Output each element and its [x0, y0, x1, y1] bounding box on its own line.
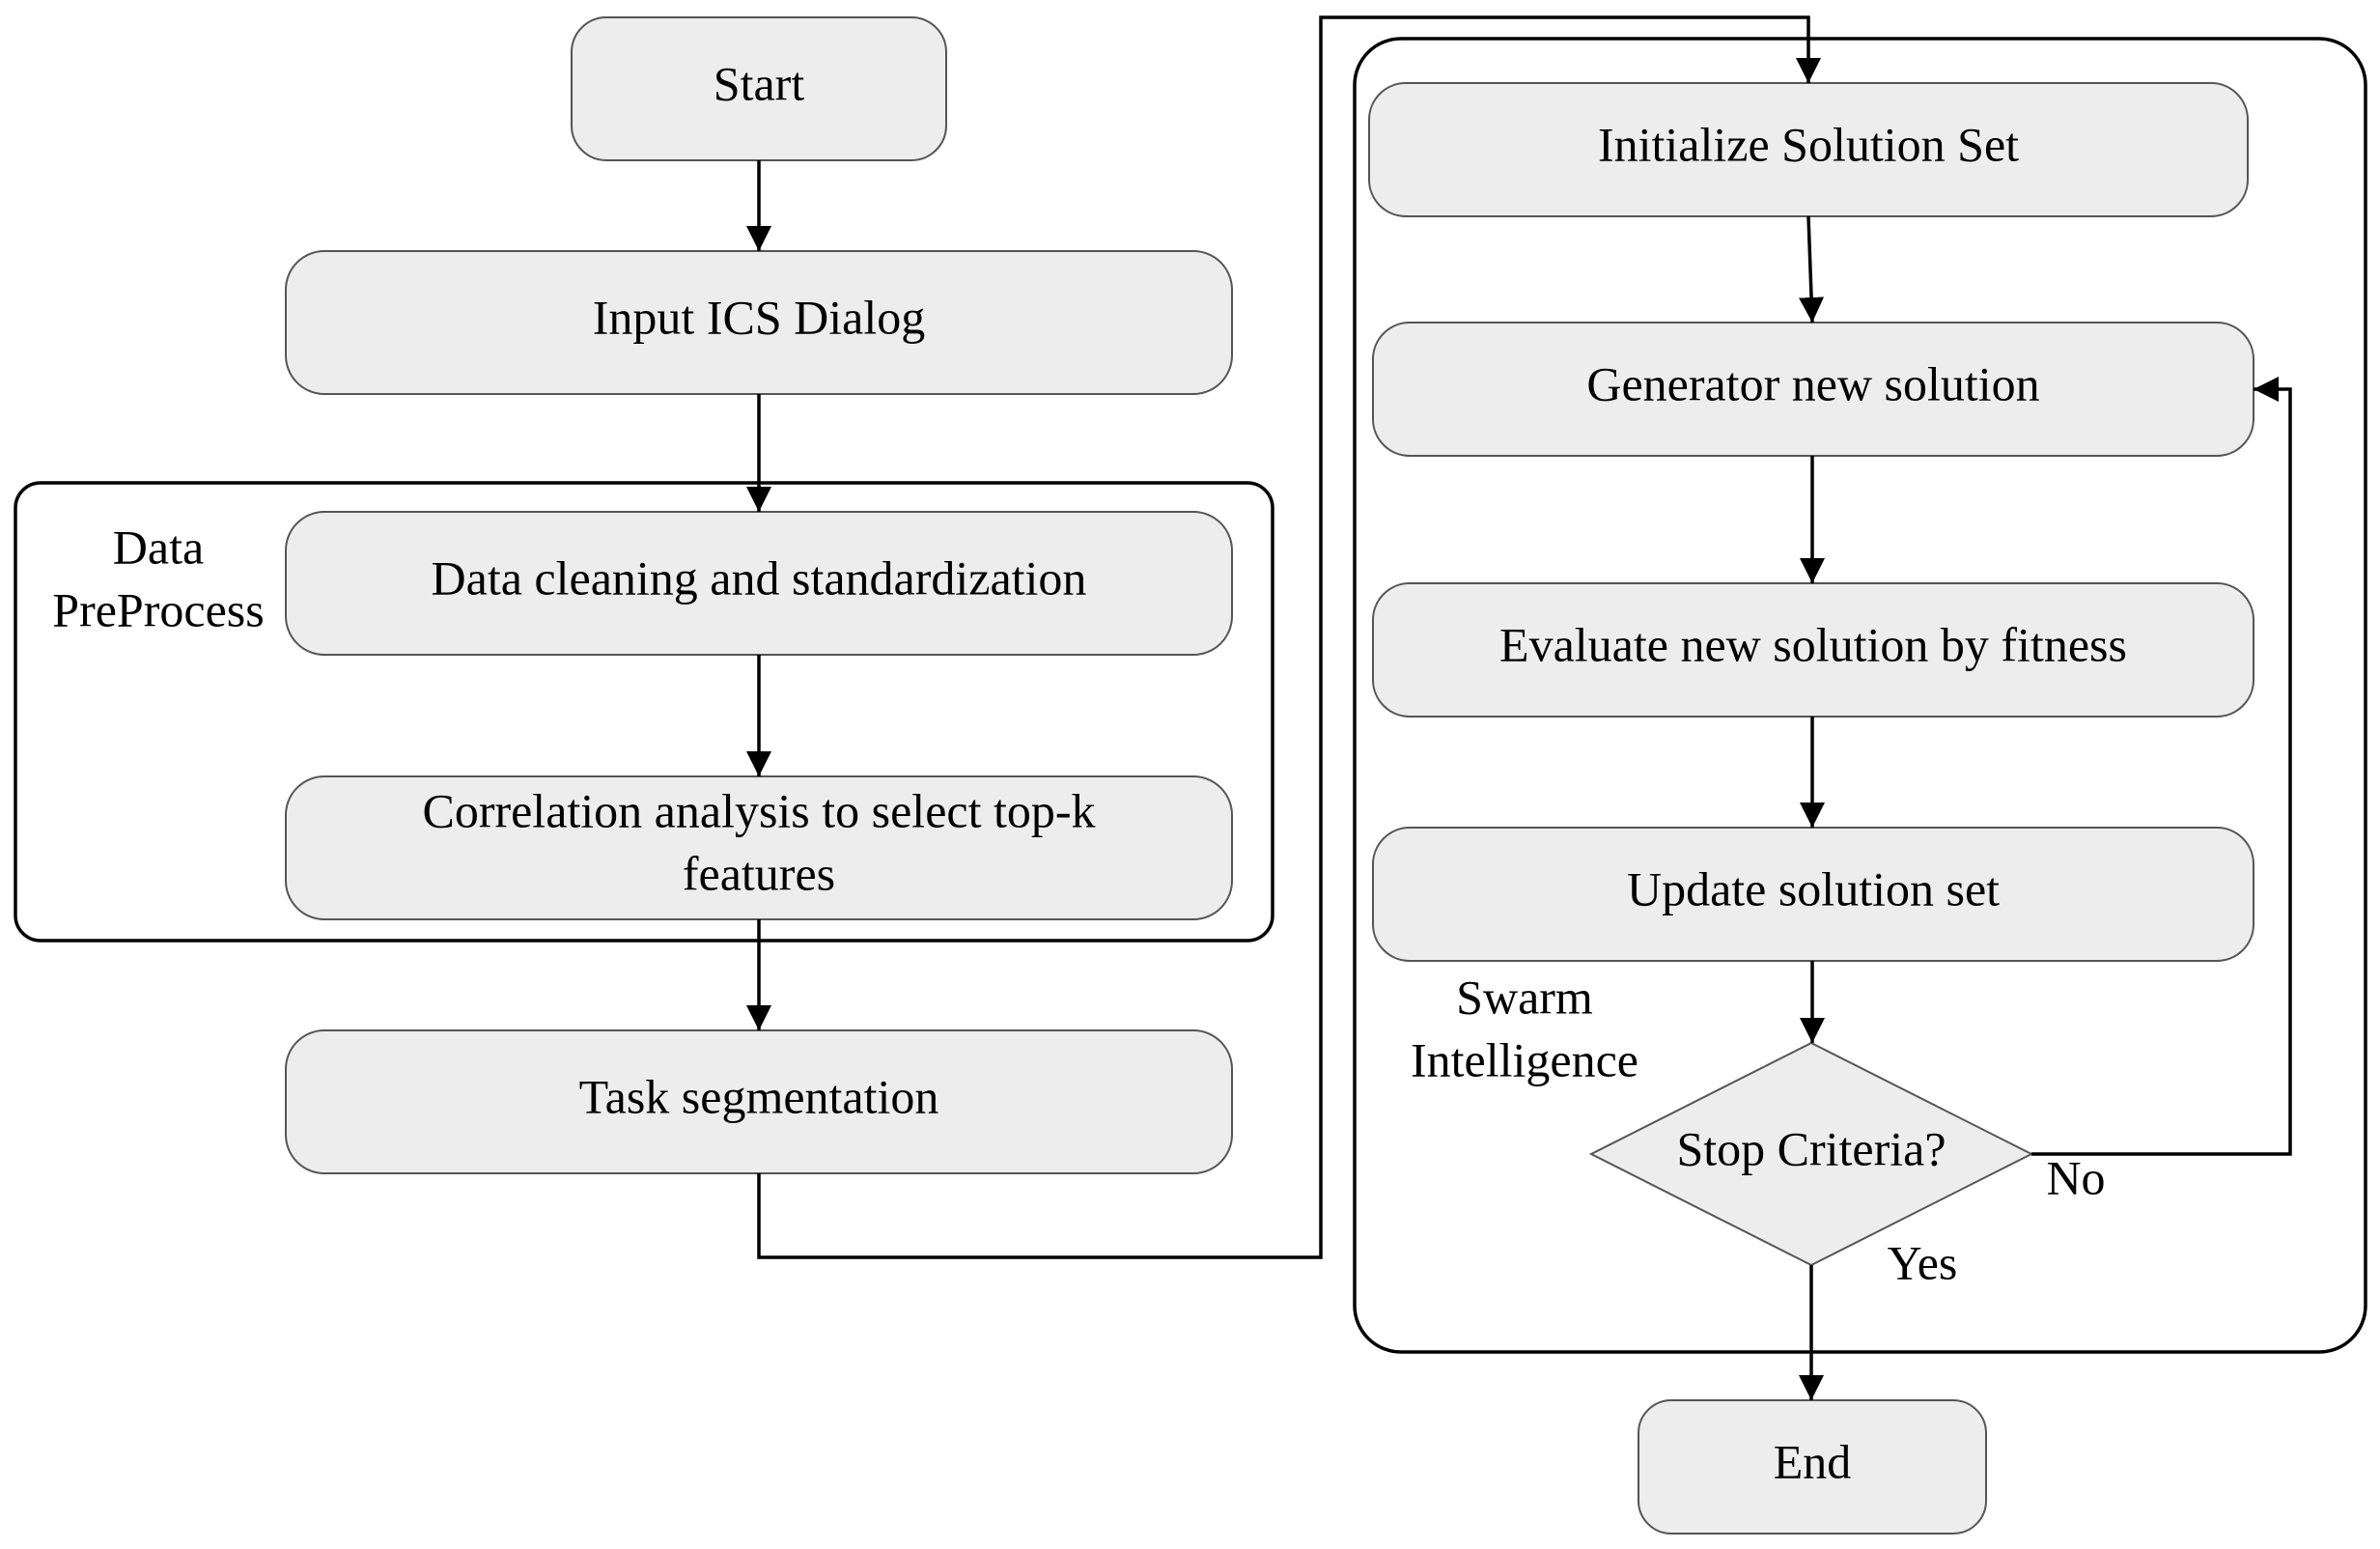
data-preprocess-label-line2: PreProcess [52, 582, 264, 636]
generator-label: Generator new solution [1586, 356, 2039, 410]
task-segmentation-label: Task segmentation [579, 1069, 939, 1123]
swarm-intelligence-label-line1: Swarm [1456, 970, 1593, 1024]
yes-label: Yes [1888, 1235, 1958, 1289]
swarm-intelligence-group [1353, 37, 2367, 1354]
no-label: No [2046, 1150, 2105, 1204]
stop-criteria-label: Stop Criteria? [1676, 1121, 1946, 1175]
end-label: End [1774, 1434, 1852, 1488]
start-label: Start [714, 56, 805, 110]
arrow-initialize-to-generator [1799, 215, 1825, 324]
arrow-task-to-initialize [757, 15, 1821, 1259]
update-label: Update solution set [1627, 861, 2000, 915]
evaluate-label: Evaluate new solution by fitness [1499, 617, 2127, 671]
swarm-intelligence-label-line2: Intelligence [1411, 1032, 1638, 1086]
correlation-label-line1: Correlation analysis to select top-k [422, 783, 1095, 837]
data-cleaning-label: Data cleaning and standardization [432, 550, 1087, 605]
data-preprocess-label-line1: Data [113, 520, 204, 574]
correlation-label-line2: features [683, 846, 835, 900]
data-preprocess-group [14, 481, 1274, 943]
input-dialog-label: Input ICS Dialog [593, 290, 925, 344]
initialize-label: Initialize Solution Set [1598, 117, 2019, 171]
arrow-no-loop-to-generator [2031, 377, 2292, 1156]
